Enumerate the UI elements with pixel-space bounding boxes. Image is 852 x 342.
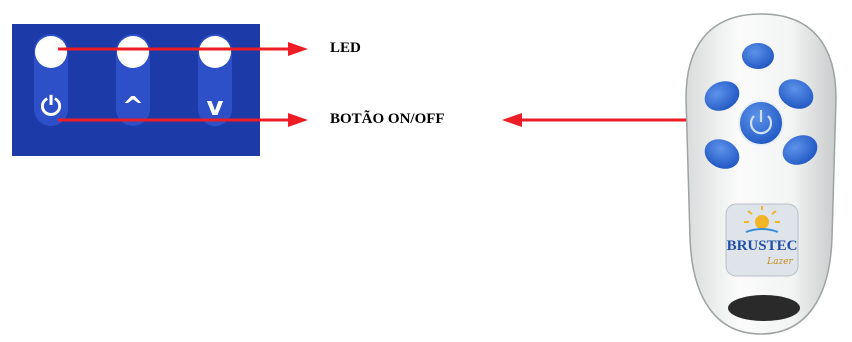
brand-name: BRUSTEC [727,238,798,254]
led-arrowhead [288,42,308,56]
remote-left-down-button[interactable] [700,134,744,175]
down-led [199,36,231,68]
remote-arrowhead [502,113,522,127]
power-led [35,36,67,68]
keyring-slot [728,295,800,321]
remote-control: BRUSTEC Lazer [685,13,837,335]
up-led [117,36,149,68]
remote-power-button[interactable] [738,100,784,146]
remote-power-icon [749,115,773,135]
remote-right-up-button[interactable] [774,74,818,115]
brand-sun-rays [744,206,780,223]
power-icon[interactable]: ⏻ [40,92,62,122]
remote-top-button[interactable] [742,43,774,69]
brand-sub: Lazer [766,257,793,267]
down-arrow-icon[interactable]: v [206,92,224,122]
led-label: LED [330,40,361,56]
remote-left-up-button[interactable] [700,76,744,117]
up-arrow-icon[interactable]: ^ [122,92,144,122]
power-arrowhead [288,113,308,127]
brand-wave [745,228,779,233]
remote-right-down-button[interactable] [778,130,822,171]
brand-sun-logo [755,215,769,229]
power-button-label: BOTÃO ON/OFF [330,111,445,127]
